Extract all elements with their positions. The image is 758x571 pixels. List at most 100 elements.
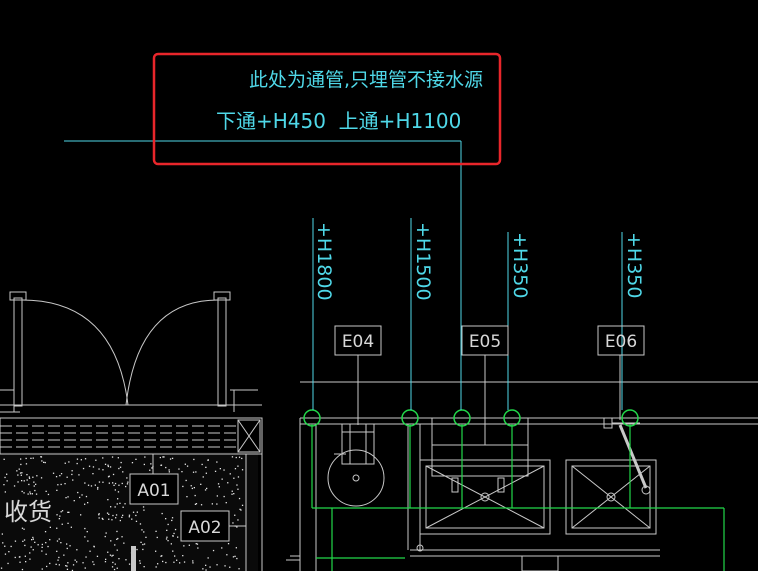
speckle-dot xyxy=(241,469,244,471)
speckle-dot xyxy=(66,565,68,567)
speckle-dot xyxy=(131,518,133,520)
speckle-dot xyxy=(24,555,26,557)
speckle-dot xyxy=(183,545,185,547)
speckle-dot xyxy=(237,476,240,478)
speckle-dot xyxy=(93,563,95,566)
speckle-dot xyxy=(85,495,88,498)
speckle-dot xyxy=(20,474,22,476)
speckle-dot xyxy=(177,536,179,538)
speckle-dot xyxy=(105,558,107,560)
speckle-dot xyxy=(59,475,61,477)
speckle-dot xyxy=(84,458,87,460)
speckle-dot xyxy=(4,476,6,479)
speckle-dot xyxy=(41,543,43,546)
speckle-dot xyxy=(200,504,203,506)
speckle-dot xyxy=(17,481,19,483)
speckle-dot xyxy=(67,496,69,498)
speckle-dot xyxy=(234,514,236,516)
speckle-dot xyxy=(165,561,167,564)
speckle-dot xyxy=(86,531,88,533)
speckle-dot xyxy=(73,500,75,502)
speckle-dot xyxy=(61,510,64,512)
speckle-dot xyxy=(106,512,109,514)
speckle-dot xyxy=(172,550,174,552)
speckle-dot xyxy=(8,551,10,553)
speckle-dot xyxy=(116,567,118,569)
speckle-dot xyxy=(66,547,68,550)
speckle-dot xyxy=(111,519,113,521)
speckle-dot xyxy=(102,457,104,459)
speckle-dot xyxy=(196,543,199,545)
speckle-dot xyxy=(193,487,195,489)
speckle-dot xyxy=(114,544,116,546)
speckle-dot xyxy=(41,568,43,570)
speckle-dot xyxy=(144,456,146,458)
speckle-dot xyxy=(76,561,78,563)
speckle-dot xyxy=(107,465,109,468)
speckle-dot xyxy=(49,539,51,541)
speckle-dot xyxy=(29,491,31,493)
speckle-dot xyxy=(169,458,172,460)
speckle-dot xyxy=(114,506,116,508)
speckle-dot xyxy=(182,555,184,557)
speckle-dot xyxy=(33,481,35,483)
speckle-dot xyxy=(202,568,204,570)
speckle-dot xyxy=(237,465,239,467)
speckle-dot xyxy=(49,526,51,528)
speckle-dot xyxy=(23,539,26,541)
speckle-dot xyxy=(227,543,230,545)
speckle-dot xyxy=(87,540,89,542)
speckle-dot xyxy=(240,509,242,511)
speckle-dot xyxy=(58,556,60,559)
speckle-dot xyxy=(195,543,197,545)
speckle-dot xyxy=(161,512,163,515)
speckle-dot xyxy=(58,518,60,520)
speckle-dot xyxy=(113,484,115,486)
speckle-dot xyxy=(195,503,198,505)
speckle-dot xyxy=(117,498,119,500)
speckle-dot xyxy=(14,556,16,559)
speckle-dot xyxy=(21,490,23,493)
speckle-dot xyxy=(118,558,120,560)
speckle-dot xyxy=(17,474,19,476)
speckle-dot xyxy=(22,540,24,542)
speckle-dot xyxy=(159,456,161,459)
speckle-dot xyxy=(143,463,145,466)
speckle-dot xyxy=(28,476,30,478)
speckle-dot xyxy=(29,493,32,495)
speckle-dot xyxy=(112,561,114,564)
speckle-dot xyxy=(236,526,238,528)
speckle-dot xyxy=(234,555,236,557)
speckle-dot xyxy=(84,567,86,569)
speckle-dot xyxy=(66,568,69,570)
speckle-dot xyxy=(68,511,70,513)
speckle-dot xyxy=(172,535,174,537)
speckle-dot xyxy=(229,566,231,568)
speckle-dot xyxy=(165,518,167,520)
water-pipe-network xyxy=(311,424,725,571)
speckle-dot xyxy=(33,485,35,487)
speckle-dot xyxy=(69,545,71,547)
speckle-dot xyxy=(4,491,6,493)
speckle-dot xyxy=(107,476,110,478)
speckle-dot xyxy=(82,562,84,564)
speckle-dot xyxy=(49,562,51,565)
double-swing-door xyxy=(0,291,258,413)
speckle-dot xyxy=(241,504,244,506)
speckle-dot xyxy=(114,489,116,491)
speckle-dot xyxy=(92,466,95,468)
speckle-dot xyxy=(174,528,177,531)
speckle-dot xyxy=(141,529,143,531)
speckle-dot xyxy=(57,484,59,486)
speckle-dot xyxy=(30,457,32,459)
speckle-dot xyxy=(20,458,22,460)
speckle-dot xyxy=(56,514,58,516)
speckle-dot xyxy=(84,482,86,484)
speckle-dot xyxy=(118,484,120,486)
speckle-dot xyxy=(114,482,117,485)
speckle-dot xyxy=(6,480,8,482)
speckle-dot xyxy=(105,532,107,534)
speckle-dot xyxy=(122,514,124,516)
speckle-dot xyxy=(207,557,209,559)
speckle-dot xyxy=(235,456,237,459)
